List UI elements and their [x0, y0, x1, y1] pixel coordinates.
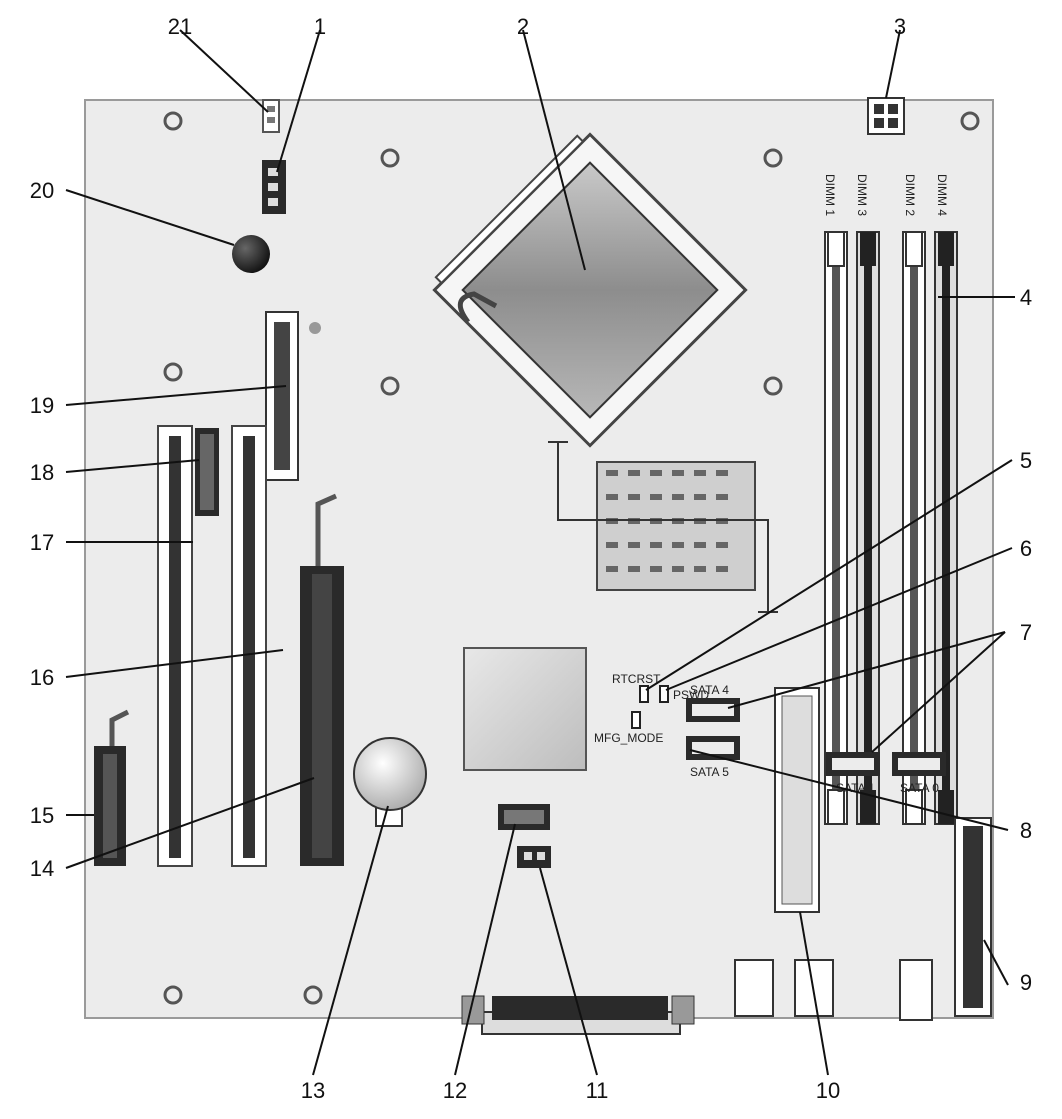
rtcrst-label: RTCRST — [612, 672, 661, 686]
callout-20: 20 — [30, 178, 54, 203]
callout-11: 11 — [586, 1078, 609, 1103]
sata5-label: SATA 5 — [690, 765, 729, 779]
ide-connector — [954, 817, 992, 1017]
callout-5: 5 — [1020, 448, 1032, 473]
callout-12: 12 — [443, 1078, 467, 1103]
intrusion-connector — [262, 99, 280, 133]
dimm3-label: DIMM 3 — [855, 174, 869, 216]
mfg-mode-label: MFG_MODE — [594, 731, 663, 745]
sata-0-connector — [892, 752, 946, 776]
heatsink — [548, 441, 778, 613]
callout-8: 8 — [1020, 818, 1032, 843]
sata-connectors — [686, 698, 946, 776]
dimm2-label: DIMM 2 — [903, 174, 917, 216]
mfg-mode-jumper — [631, 711, 641, 729]
callout-10: 10 — [816, 1078, 840, 1103]
callout-2: 2 — [517, 14, 529, 39]
dimm-slot-1 — [824, 231, 848, 825]
main-power-connector — [774, 687, 820, 913]
battery-socket — [353, 737, 427, 827]
callout-15: 15 — [30, 803, 54, 828]
dimm4-label: DIMM 4 — [935, 174, 949, 216]
callout-numbers: 1 2 3 4 5 6 7 8 9 10 11 12 13 14 15 16 1… — [30, 14, 1032, 1103]
callout-16: 16 — [30, 665, 54, 690]
dimm-slot-3 — [856, 231, 880, 825]
sata-1-connector — [826, 752, 880, 776]
callout-1: 1 — [314, 14, 326, 39]
callout-3: 3 — [894, 14, 906, 39]
pswd-jumper — [659, 685, 669, 703]
callout-14: 14 — [30, 856, 54, 881]
pci-express-x1-slot — [94, 709, 130, 866]
fan-connector — [517, 846, 551, 868]
callout-6: 6 — [1020, 536, 1032, 561]
callout-21: 21 — [168, 14, 192, 39]
callout-13: 13 — [301, 1078, 325, 1103]
pci-express-x16-slot — [300, 493, 344, 866]
sata-4-connector — [686, 698, 740, 722]
sata1-label: SATA 1 — [836, 781, 875, 795]
sata0-label: SATA 0 — [900, 781, 939, 795]
callout-4: 4 — [1020, 285, 1032, 310]
callout-7: 7 — [1020, 620, 1032, 645]
callout-9: 9 — [1020, 970, 1032, 995]
sata4-label: SATA 4 — [690, 683, 729, 697]
socket-lever — [457, 291, 498, 324]
callout-19: 19 — [30, 393, 54, 418]
fan-header — [262, 160, 286, 214]
leader-lines — [65, 29, 1015, 1076]
callout-17: 17 — [30, 530, 54, 555]
internal-usb-connector — [498, 804, 550, 830]
callout-18: 18 — [30, 460, 54, 485]
dimm1-label: DIMM 1 — [823, 174, 837, 216]
memory-slots — [824, 231, 958, 825]
chipset — [463, 647, 587, 771]
pci-slot-1 — [157, 425, 193, 867]
front-panel-connector — [195, 428, 219, 516]
rtcrst-jumper — [639, 685, 649, 703]
processor-socket — [432, 132, 748, 448]
power-connector-12v — [867, 97, 905, 135]
speaker-buzzer — [232, 235, 270, 273]
dimm-slot-4 — [934, 231, 958, 825]
floppy-connector — [265, 311, 321, 481]
dimm-slot-2 — [902, 231, 926, 825]
pci-slot-2 — [231, 425, 267, 867]
